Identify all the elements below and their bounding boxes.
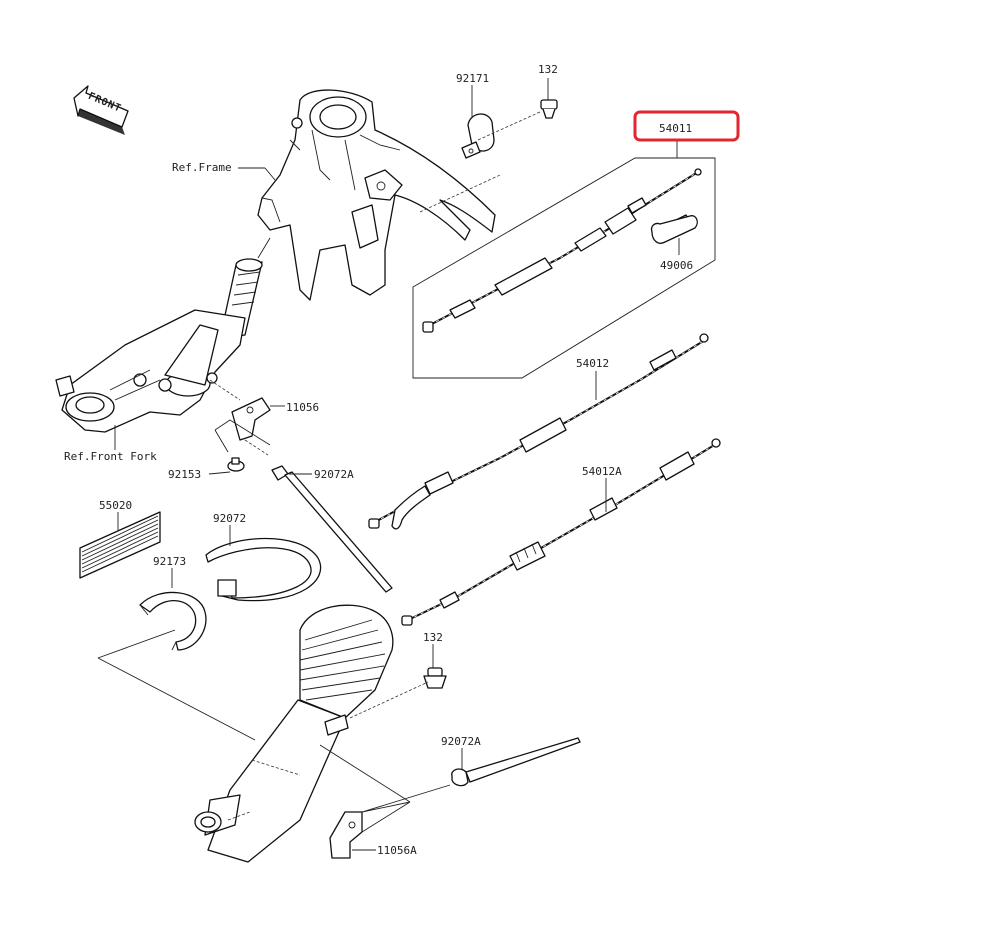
cable-54012-drawing xyxy=(368,333,709,530)
label-55020-drawing xyxy=(79,511,161,579)
part-label-55020[interactable]: 55020 xyxy=(99,499,132,512)
frame-drawing xyxy=(257,89,496,301)
band-92072A-bottom-drawing xyxy=(451,737,581,787)
bracket-11056-drawing xyxy=(209,379,271,456)
part-label-11056A[interactable]: 11056A xyxy=(377,844,417,857)
cable-54012A-drawing xyxy=(401,438,721,626)
part-49006-drawing xyxy=(650,215,698,244)
part-label-92072[interactable]: 92072 xyxy=(213,512,246,525)
bolt-132-bottom-drawing xyxy=(423,667,447,689)
ref-frame-label: Ref.Frame xyxy=(172,161,232,174)
part-label-132-bottom[interactable]: 132 xyxy=(423,631,443,644)
part-label-49006[interactable]: 49006 xyxy=(660,259,693,272)
band-92072A-top-drawing xyxy=(271,465,393,593)
highlight-box-54011 xyxy=(633,110,740,142)
part-label-92171[interactable]: 92171 xyxy=(456,72,489,85)
part-label-92072A-top[interactable]: 92072A xyxy=(314,468,354,481)
bracket-11056A-drawing xyxy=(329,784,451,859)
steering-stem-drawing xyxy=(55,258,263,433)
leader-92173-fork xyxy=(97,629,256,741)
leader-lines xyxy=(114,78,680,851)
fork-tube-drawing xyxy=(194,604,394,863)
band-92072-drawing xyxy=(205,537,322,602)
group-box-54011 xyxy=(412,157,716,379)
clamp-92173-drawing xyxy=(139,591,207,651)
part-label-132-top[interactable]: 132 xyxy=(538,63,558,76)
bolt-132-top-drawing xyxy=(540,99,558,119)
leader-fork-11056A xyxy=(319,744,411,803)
front-arrow-icon: FRONT xyxy=(73,85,129,135)
rivet-92153-drawing xyxy=(227,457,245,472)
leader-132-bottom xyxy=(349,681,429,719)
part-label-11056[interactable]: 11056 xyxy=(286,401,319,414)
part-label-54012A[interactable]: 54012A xyxy=(582,465,622,478)
part-label-54011[interactable]: 54011 xyxy=(659,122,692,135)
clamp-92171-drawing xyxy=(461,113,495,159)
part-label-92072A-bottom[interactable]: 92072A xyxy=(441,735,481,748)
part-label-92153[interactable]: 92153 xyxy=(168,468,201,481)
part-label-92173[interactable]: 92173 xyxy=(153,555,186,568)
ref-front-fork-label: Ref.Front Fork xyxy=(64,450,157,463)
part-label-54012[interactable]: 54012 xyxy=(576,357,609,370)
